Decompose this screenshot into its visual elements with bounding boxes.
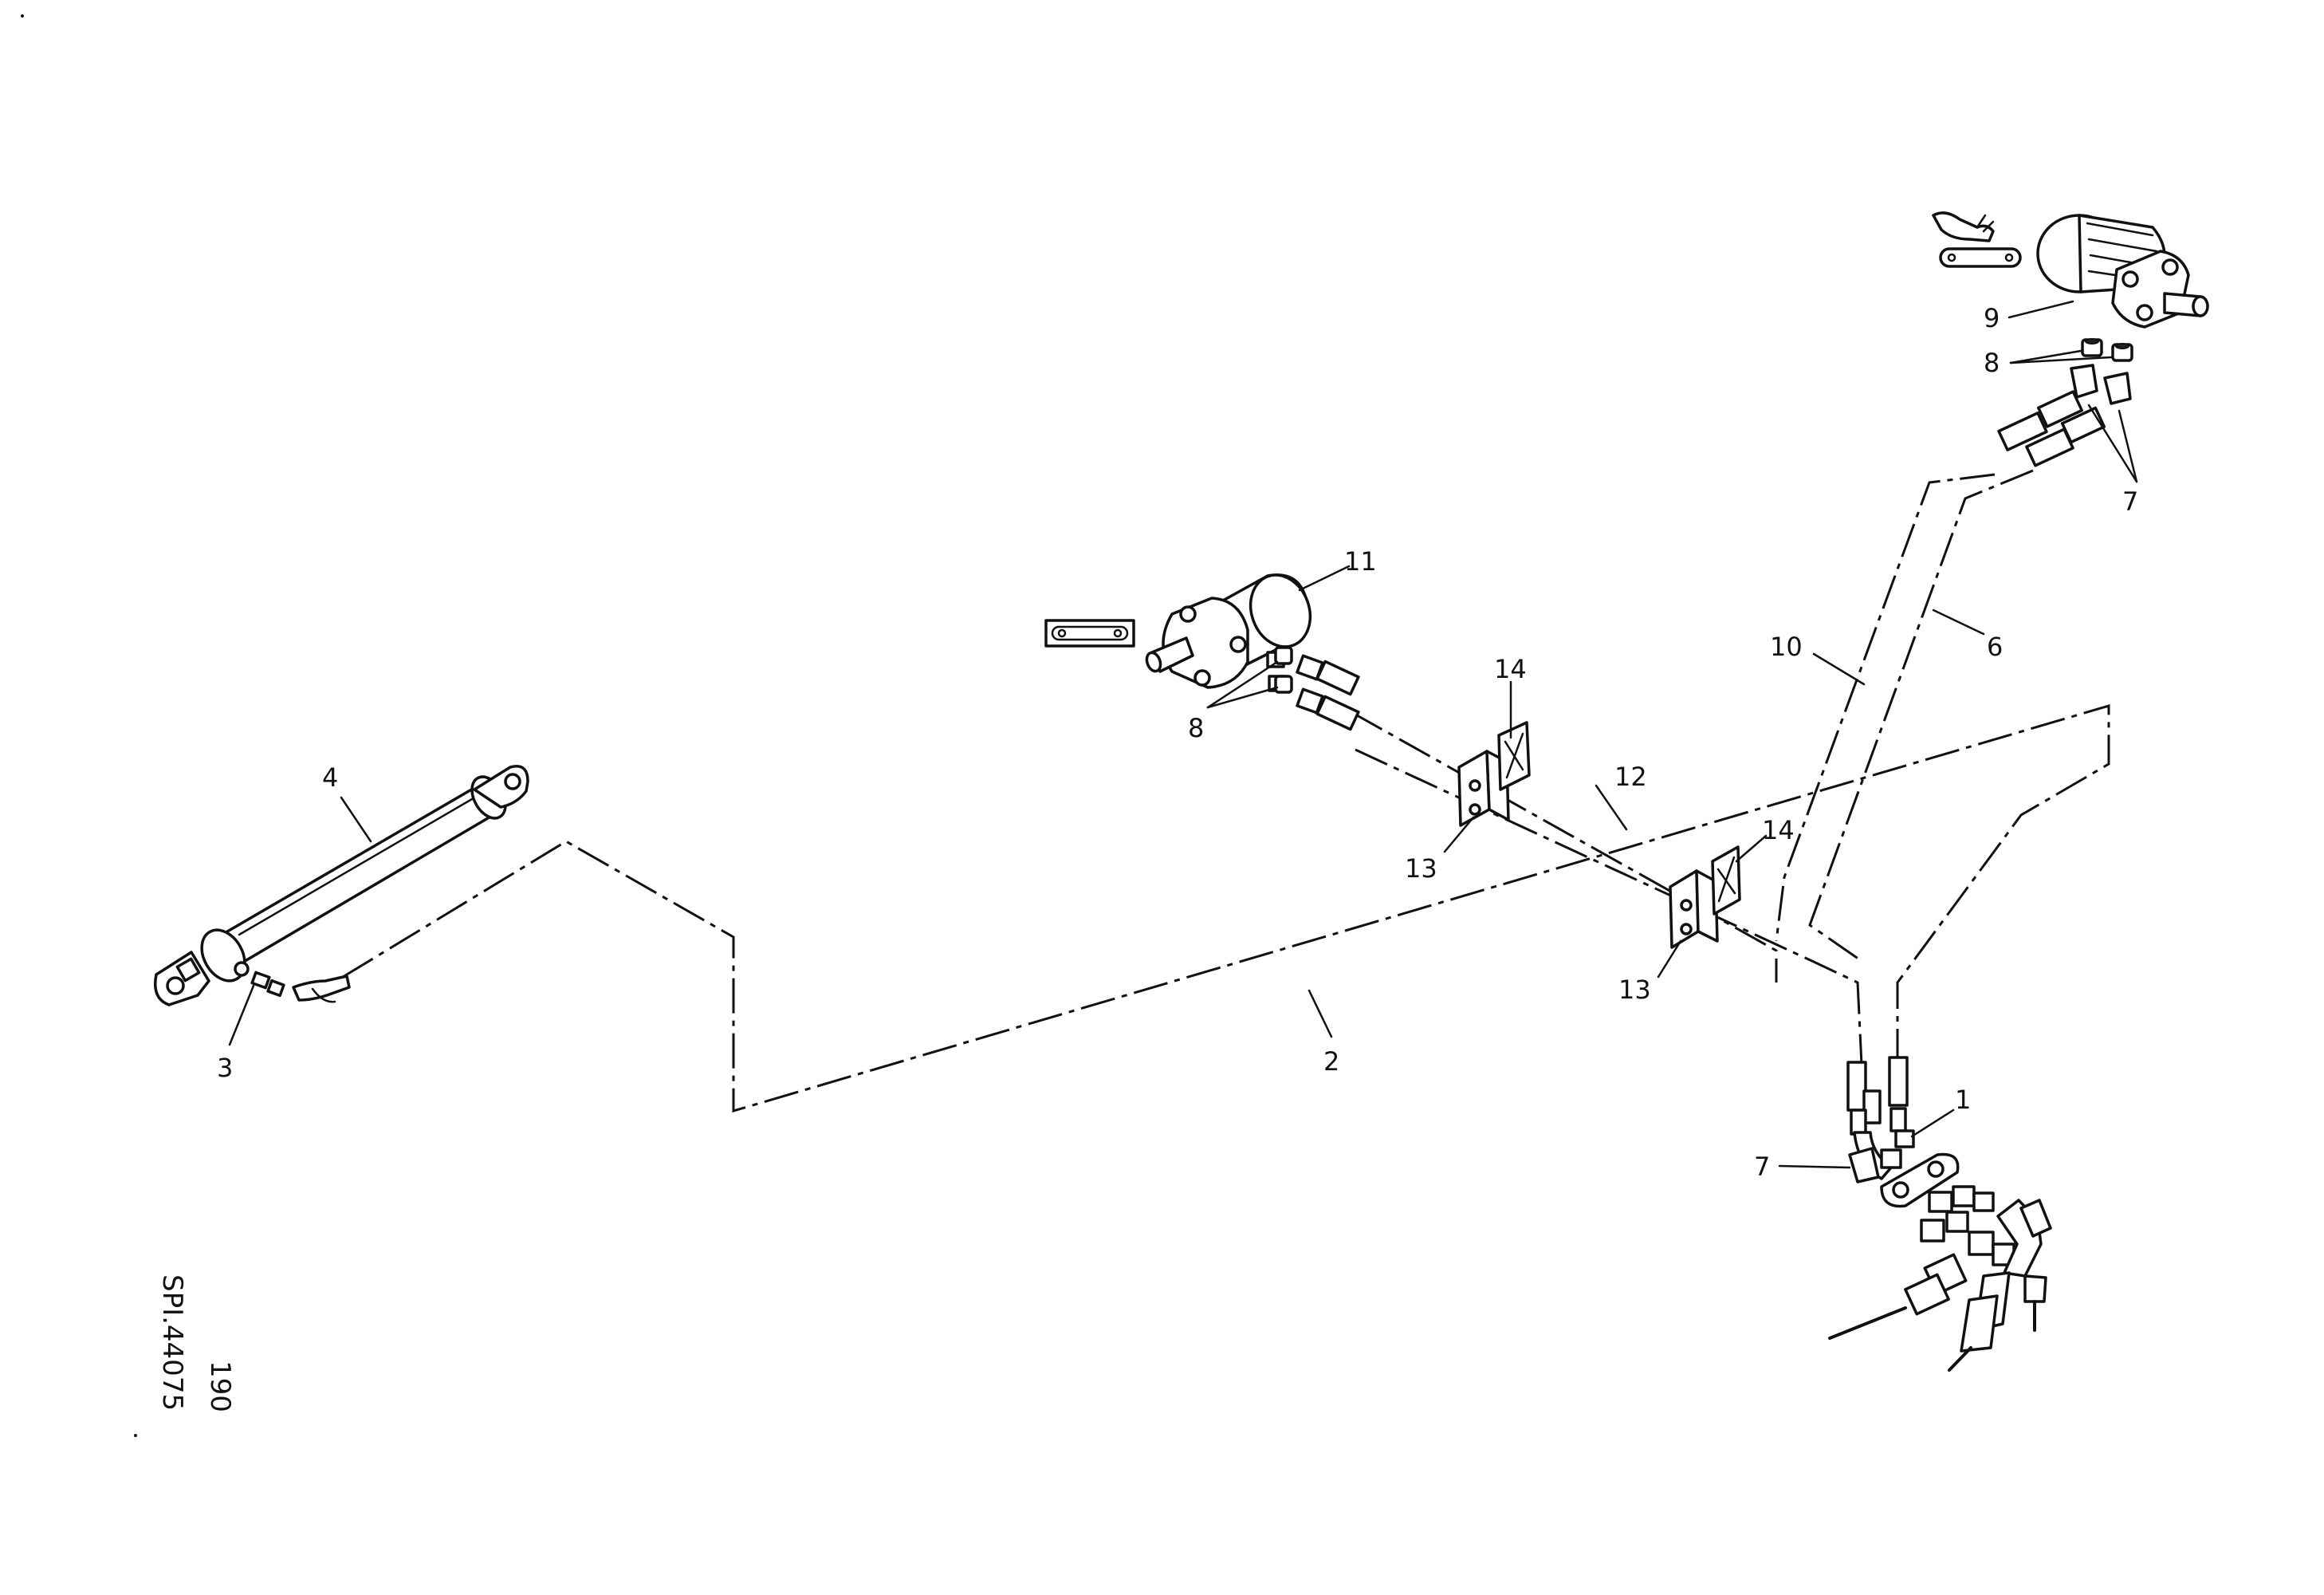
leader-lines [228, 300, 2138, 1169]
callout-3: 3 [217, 1053, 233, 1083]
callout-8-right: 8 [1984, 348, 2000, 378]
gasket-plate-icon [1044, 619, 1135, 648]
hose-ends-11 [1296, 654, 1360, 731]
hose-2 [342, 703, 2110, 1113]
hose-ends-9 [1997, 390, 2106, 467]
corner-mark [21, 14, 24, 18]
callout-13-lower: 13 [1618, 975, 1651, 1005]
callout-14-lower: 14 [1762, 815, 1795, 845]
hose-12 [1351, 711, 1863, 1065]
corner-mark [134, 1434, 137, 1437]
drawing-code-line-1: SPI.44075 [156, 1274, 188, 1411]
elbows-7-upper [2070, 364, 2132, 405]
hose-10 [1775, 473, 1996, 942]
hose-6 [1808, 469, 2034, 963]
callout-9: 9 [1984, 303, 2000, 333]
hydraulic-cylinder [154, 765, 529, 1006]
callout-labels: 4 3 2 8 11 14 13 12 14 13 10 6 9 8 7 7 1 [217, 303, 2138, 1182]
fittings-8-left [1274, 646, 1293, 694]
drawing-code-line-2: 190 [204, 1361, 236, 1412]
clamp-13-lower [1669, 869, 1719, 949]
callout-11: 11 [1344, 546, 1377, 577]
hand-assembly-icon [1932, 211, 2022, 268]
callout-10: 10 [1770, 632, 1803, 662]
callout-7-upper: 7 [2122, 486, 2138, 517]
plate-14-upper [1497, 721, 1531, 791]
hydraulic-motor-11 [1044, 573, 1360, 731]
plate-14-lower [1711, 845, 1741, 916]
fitting-3 [250, 971, 285, 998]
callout-6: 6 [1987, 632, 2003, 662]
callout-1: 1 [1955, 1085, 1971, 1115]
distribution-block-assembly [1828, 1056, 2052, 1372]
hydraulic-motor-9 [1932, 211, 2209, 467]
callout-14-upper: 14 [1494, 654, 1527, 684]
fittings-8-right [2081, 338, 2133, 362]
callout-13-upper: 13 [1405, 853, 1437, 884]
callout-4: 4 [322, 762, 338, 793]
callout-2: 2 [1323, 1046, 1339, 1077]
drawing-code: SPI.44075 190 [156, 1274, 236, 1412]
callout-8-left: 8 [1188, 713, 1204, 743]
callout-7-lower: 7 [1754, 1152, 1770, 1182]
fitting-1 [1880, 1129, 1915, 1169]
callout-12: 12 [1614, 762, 1647, 792]
